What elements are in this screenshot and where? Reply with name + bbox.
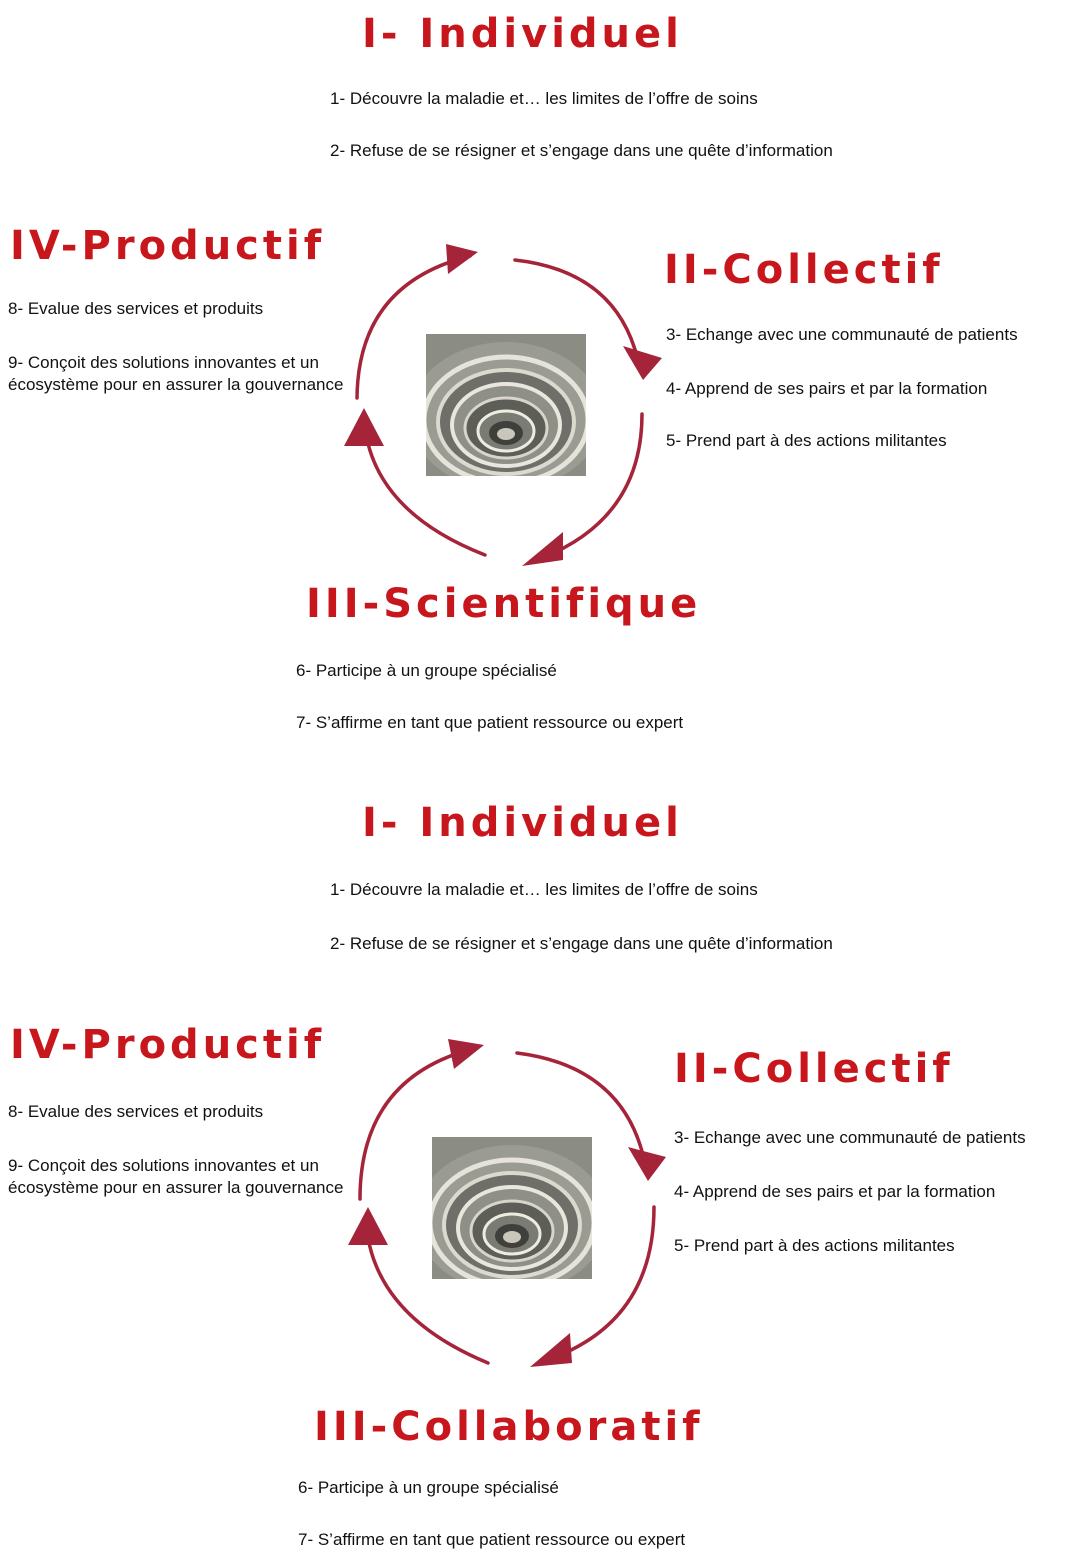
step-2-text: 2- Refuse de se résigner et s’engage dan… — [330, 141, 833, 160]
step-9-text: 9- Conçoit des solutions innovantes et u… — [8, 353, 344, 395]
diagram-scientifique: I- Individuel 1- Découvre la maladie et…… — [0, 0, 1086, 775]
step-3-text: 3- Echange avec une communauté de patien… — [666, 325, 1018, 344]
spiral-staircase-image — [426, 334, 586, 476]
step-4-text: 4- Apprend de ses pairs et par la format… — [666, 379, 988, 398]
heading-collectif: II-Collectif — [664, 247, 944, 293]
step-4-text: 4- Apprend de ses pairs et par la format… — [674, 1182, 996, 1201]
arrowhead-4 — [446, 244, 478, 274]
diagram-collaboratif: I- Individuel 1- Découvre la maladie et…… — [0, 775, 1086, 1550]
step-1-text: 1- Découvre la maladie et… les limites d… — [330, 89, 758, 108]
step-5-text: 5- Prend part à des actions militantes — [674, 1236, 955, 1255]
step-8-text: 8- Evalue des services et produits — [8, 299, 264, 318]
arrowhead-1 — [623, 346, 662, 380]
step-9-text: 9- Conçoit des solutions innovantes et u… — [8, 1156, 344, 1198]
heading-individuel: I- Individuel — [362, 800, 683, 846]
step-5-text: 5- Prend part à des actions militantes — [666, 431, 947, 450]
step-8-text: 8- Evalue des services et produits — [8, 1102, 264, 1121]
arrowhead-3 — [344, 408, 384, 446]
step-3-text: 3- Echange avec une communauté de patien… — [674, 1128, 1026, 1147]
heading-individuel: I- Individuel — [362, 11, 683, 57]
step-7-text: 7- S’affirme en tant que patient ressour… — [298, 1530, 686, 1549]
spiral-staircase-image — [432, 1137, 592, 1279]
step-2-text: 2- Refuse de se résigner et s’engage dan… — [330, 934, 833, 953]
arrowhead-4 — [448, 1039, 484, 1069]
heading-collectif: II-Collectif — [674, 1046, 954, 1092]
step-6-text: 6- Participe à un groupe spécialisé — [296, 661, 557, 680]
heading-collaboratif: III-Collaboratif — [314, 1404, 704, 1450]
heading-productif: IV-Productif — [10, 1022, 326, 1068]
step-6-text: 6- Participe à un groupe spécialisé — [298, 1478, 559, 1497]
arrowhead-3 — [348, 1207, 388, 1245]
arrowhead-1 — [628, 1147, 666, 1181]
step-1-text: 1- Découvre la maladie et… les limites d… — [330, 880, 758, 899]
step-7-text: 7- S’affirme en tant que patient ressour… — [296, 713, 684, 732]
arrowhead-2 — [530, 1333, 572, 1367]
heading-productif: IV-Productif — [10, 223, 326, 269]
heading-scientifique: III-Scientifique — [306, 581, 702, 627]
arrowhead-2 — [522, 532, 563, 566]
